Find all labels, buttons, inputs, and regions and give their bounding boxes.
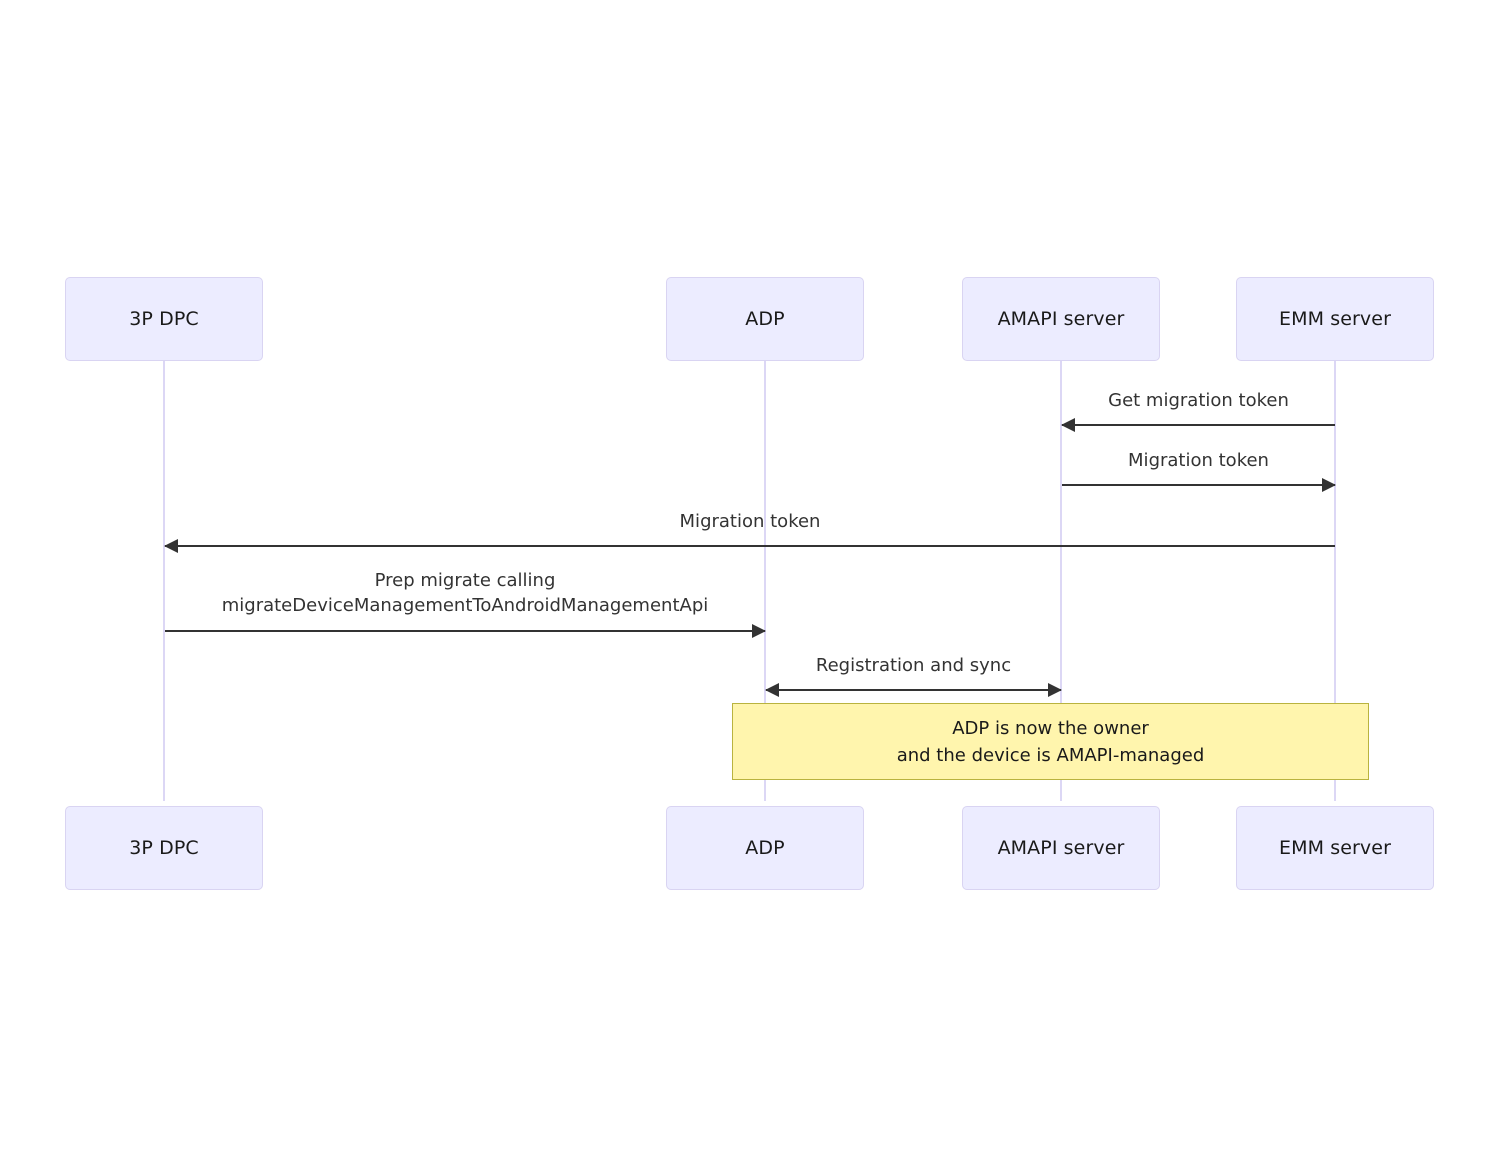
participant-box-dpc-top[interactable]: 3P DPC bbox=[65, 277, 263, 361]
participant-label-emm-top: EMM server bbox=[1279, 308, 1391, 330]
message-line-migration-token-amapi-emm bbox=[1062, 484, 1335, 486]
message-line-get-migration-token bbox=[1062, 424, 1335, 426]
message-label-prep-migrate-line1: Prep migrate calling bbox=[374, 570, 556, 591]
participant-label-dpc-bottom: 3P DPC bbox=[129, 837, 199, 859]
message-label-migration-token-emm-dpc: Migration token bbox=[679, 511, 821, 532]
arrowhead-left-migration-token-emm-dpc bbox=[164, 539, 178, 553]
message-label-migration-token-amapi-emm: Migration token bbox=[1128, 450, 1269, 471]
participant-label-dpc-top: 3P DPC bbox=[129, 308, 199, 330]
message-line-prep-migrate bbox=[165, 630, 765, 632]
arrowhead-left-registration-and-sync bbox=[765, 683, 779, 697]
participant-label-adp-top: ADP bbox=[745, 308, 785, 330]
participant-label-adp-bottom: ADP bbox=[745, 837, 785, 859]
arrowhead-right-migration-token-amapi-emm bbox=[1322, 478, 1336, 492]
participant-box-amapi-bottom[interactable]: AMAPI server bbox=[962, 806, 1160, 890]
note-adp-owner: ADP is now the owner and the device is A… bbox=[732, 703, 1369, 780]
participant-box-amapi-top[interactable]: AMAPI server bbox=[962, 277, 1160, 361]
participant-label-amapi-bottom: AMAPI server bbox=[997, 837, 1125, 859]
message-label-registration-and-sync: Registration and sync bbox=[815, 655, 1012, 676]
message-line-migration-token-emm-dpc bbox=[165, 545, 1335, 547]
participant-box-adp-bottom[interactable]: ADP bbox=[666, 806, 864, 890]
message-label-get-migration-token: Get migration token bbox=[1108, 390, 1289, 411]
lifeline-amapi bbox=[1060, 361, 1062, 801]
participant-box-dpc-bottom[interactable]: 3P DPC bbox=[65, 806, 263, 890]
participant-box-emm-top[interactable]: EMM server bbox=[1236, 277, 1434, 361]
arrowhead-right-prep-migrate bbox=[752, 624, 766, 638]
participant-box-adp-top[interactable]: ADP bbox=[666, 277, 864, 361]
lifeline-emm bbox=[1334, 361, 1336, 801]
message-line-registration-and-sync bbox=[766, 689, 1061, 691]
arrowhead-left-get-migration-token bbox=[1061, 418, 1075, 432]
lifeline-dpc bbox=[163, 361, 165, 801]
lifeline-adp bbox=[764, 361, 766, 801]
participant-label-amapi-top: AMAPI server bbox=[997, 308, 1125, 330]
message-label-prep-migrate-line2: migrateDeviceManagementToAndroidManageme… bbox=[221, 595, 709, 616]
note-line-1: ADP is now the owner bbox=[952, 717, 1149, 739]
note-line-2: and the device is AMAPI-managed bbox=[896, 744, 1205, 766]
arrowhead-right-registration-and-sync bbox=[1048, 683, 1062, 697]
participant-label-emm-bottom: EMM server bbox=[1279, 837, 1391, 859]
participant-box-emm-bottom[interactable]: EMM server bbox=[1236, 806, 1434, 890]
